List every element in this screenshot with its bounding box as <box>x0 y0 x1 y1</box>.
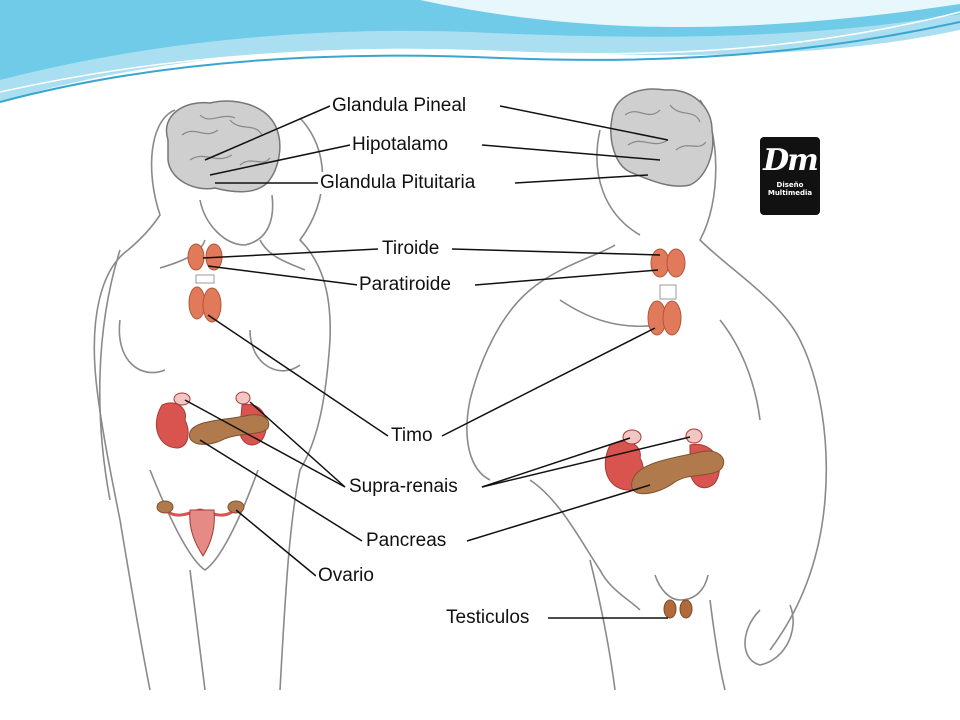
dm-logo: Dm Diseño Multimedia <box>760 137 820 215</box>
label-hipotalamo: Hipotalamo <box>350 134 451 156</box>
male-thymus <box>647 300 682 336</box>
female-brain <box>165 100 281 193</box>
leader-lines <box>184 105 691 619</box>
female-figure <box>93 109 332 691</box>
label-glandula-pineal: Glandula Pineal <box>330 95 469 117</box>
male-thyroid <box>650 248 686 300</box>
label-tiroide: Tiroide <box>380 238 442 260</box>
label-timo: Timo <box>389 425 435 447</box>
female-ovaries-uterus <box>156 500 245 557</box>
female-thyroid <box>187 243 223 284</box>
logo-mark: Dm <box>763 143 819 178</box>
male-figure <box>466 99 828 691</box>
male-brain <box>610 88 714 187</box>
label-paratiroide: Paratiroide <box>357 274 453 296</box>
header-wave <box>0 0 960 103</box>
male-pancreas <box>631 450 725 495</box>
logo-line2: Multimedia <box>767 189 813 197</box>
male-testicles <box>663 599 693 619</box>
label-pancreas: Pancreas <box>364 530 449 552</box>
label-ovario: Ovario <box>316 565 376 587</box>
logo-line1: Diseño <box>776 181 804 189</box>
label-testiculos: Testiculos <box>444 607 532 629</box>
female-thymus <box>188 286 222 323</box>
label-supra-renais: Supra-renais <box>347 476 460 498</box>
label-glandula-pituitaria: Glandula Pituitaria <box>318 172 478 194</box>
